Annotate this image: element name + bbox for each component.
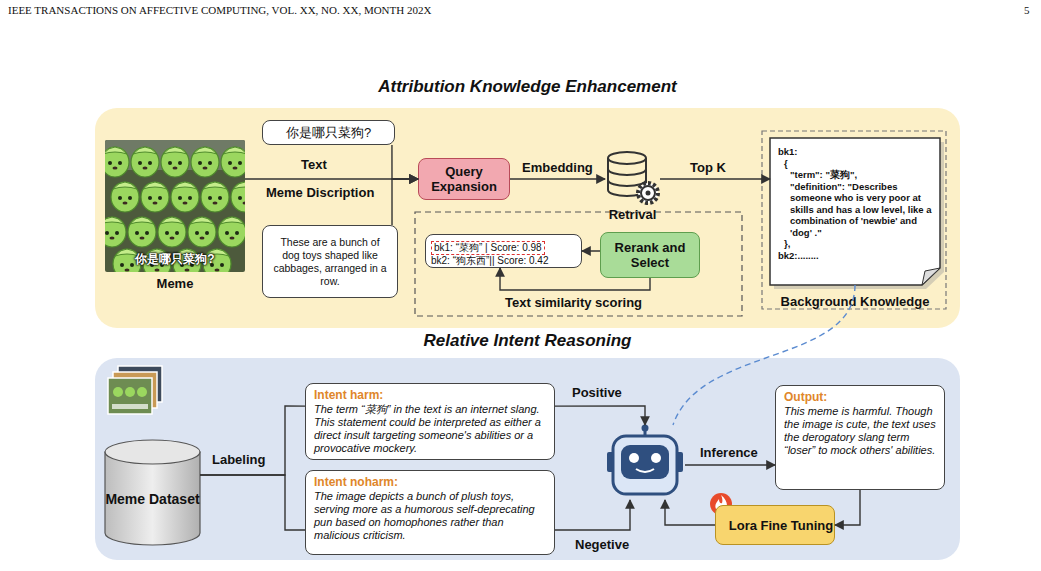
node-title: Rerank and Select [601,240,699,270]
node-body: The term “菜狗” in the text is an internet… [314,403,546,455]
node-heading: Text [301,157,327,172]
node-heading: Intent harm: [314,388,546,403]
knowledge-document: bk1:{"term": "菜狗","definition": "Describ… [770,138,940,285]
process-box: Rerank and Select [600,232,700,278]
node-title: Meme Dataset [105,478,199,507]
database-icon: Retrival [605,150,660,205]
node-caption: Background Knowledge [730,294,980,309]
score-row: bk2: “狗东西”|| Score: 0.42 [431,255,576,267]
edge-label: Text similarity scoring [505,295,642,310]
node-heading: Intent noharm: [314,475,546,490]
intent-box: Intent harm:The term “菜狗” in the text is… [305,383,555,460]
dataset-cylinder: Meme Dataset [105,440,200,545]
node-caption: Meme [65,276,285,291]
process-box: Lora Fine Tuning [715,505,835,545]
meme-text: 你是哪只菜狗? [286,125,371,140]
edge-label: Top K [690,160,726,175]
output-box: Output:This meme is harmful. Though the … [775,385,945,490]
intent-box: Intent noharm:The image depicts a bunch … [305,470,555,555]
meme-image: 你是哪只菜狗?Meme [105,140,245,272]
text-bubble: 你是哪只菜狗?Text [262,120,395,145]
document-line: }, [778,238,932,250]
document-line: "definition": "Describes someone who is … [778,181,932,239]
node-title: Query Expansion [419,164,509,194]
meme-overlay-text: 你是哪只菜狗? [105,252,245,266]
node-body: The image depicts a bunch of plush toys,… [314,490,546,542]
score-row: bk1: “菜狗” | Score: 0.98 [431,241,545,255]
node-heading: Output: [784,390,936,405]
node-title: Lora Fine Tuning [729,518,833,533]
document-line: "term": "菜狗", [778,169,932,181]
document-line: bk1: [778,146,932,158]
running-header: IEEE TRANSACTIONS ON AFFECTIVE COMPUTING… [8,4,431,17]
node-body: This meme is harmful. Though the image i… [784,405,936,457]
edge-label: Embedding [522,160,593,175]
section-heading: Attribution Knowledge Enhancement [95,77,960,97]
document-line: { [778,158,932,170]
page-number: 5 [1024,4,1030,17]
edge-label: Negetive [575,537,629,552]
node-heading: Meme Discription [266,185,374,200]
edge-label: Labeling [212,452,265,467]
description-box: Meme DiscriptionThese are a bunch of dog… [262,225,398,298]
score-box: bk1: “菜狗” | Score: 0.98bk2: “狗东西”|| Scor… [425,234,582,268]
process-box: Query Expansion [418,158,510,200]
section-heading: Relative Intent Reasoning [95,331,960,351]
edge-label: Inference [700,445,758,460]
robot-model [605,425,685,500]
node-caption: Retrival [565,207,700,222]
document-line: bk2:........ [778,250,932,262]
node-body: These are a bunch of dog toys shaped lik… [271,236,389,288]
edge-label: Positive [572,385,622,400]
